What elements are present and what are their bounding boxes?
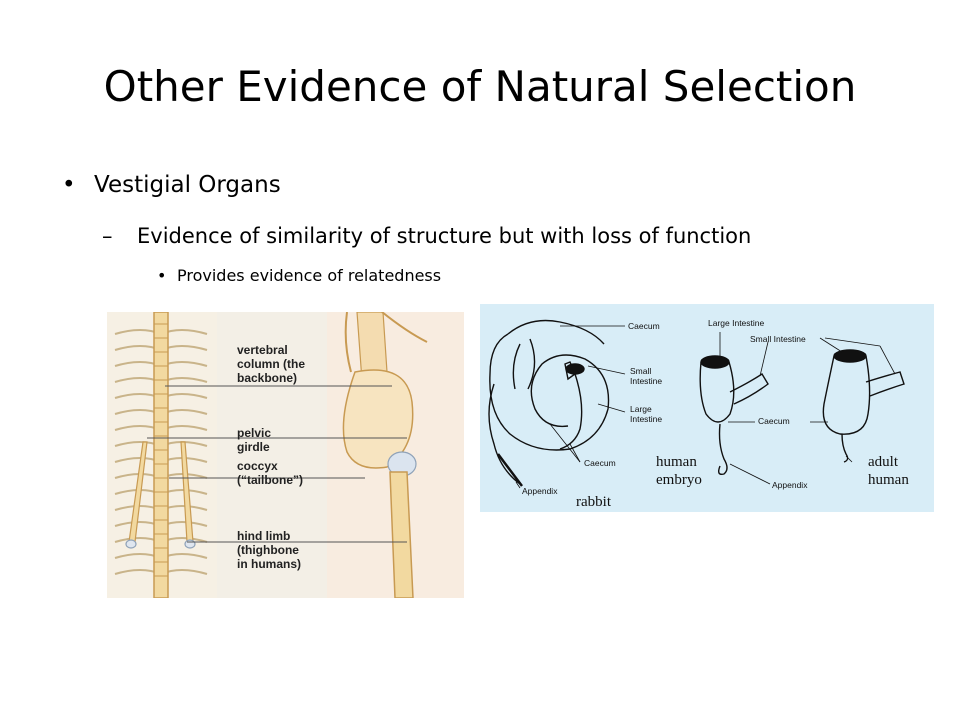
embryo-leaders (719, 332, 771, 485)
label-caecum-bottom: Caecum (584, 458, 616, 468)
label-small-1: Small (630, 366, 651, 376)
label-hindlimb-1: hind limb (237, 529, 290, 543)
label-coccyx-2: (“tailbone”) (237, 473, 303, 487)
embryo-intestine (699, 355, 769, 476)
bullet-mark: • (157, 266, 167, 285)
label-pelvic-1: pelvic (237, 426, 271, 440)
skeleton-illustration: vertebral column (the backbone) pelvic g… (107, 311, 464, 599)
label-adult-1: adult (868, 454, 899, 470)
leader-lines (147, 385, 407, 543)
label-vertebral-2: column (the (237, 357, 305, 371)
label-large-2: Intestine (630, 414, 662, 424)
bullet-text: Evidence of similarity of structure but … (137, 224, 752, 248)
label-small-2: Intestine (630, 376, 662, 386)
label-caecum-mid: Caecum (758, 416, 790, 426)
label-caecum-top: Caecum (628, 321, 660, 331)
label-rabbit: rabbit (576, 494, 612, 510)
label-appendix-left: Appendix (522, 486, 558, 496)
label-vertebral-3: backbone) (237, 371, 297, 385)
bullet-mark: • (62, 172, 76, 198)
bullet-mark: – (102, 224, 113, 248)
adult-leaders (810, 337, 896, 463)
label-hindlimb-2: (thighbone (237, 543, 299, 557)
label-hindlimb-3: in humans) (237, 557, 301, 571)
label-pelvic-2: girdle (237, 440, 270, 454)
label-human-embryo-2: embryo (656, 472, 702, 488)
label-small-intestine-top: Small Intestine (750, 334, 806, 344)
label-large-intestine-top: Large Intestine (708, 318, 765, 328)
slide-title: Other Evidence of Natural Selection (103, 62, 857, 111)
label-adult-2: human (868, 472, 909, 488)
label-large-1: Large (630, 404, 652, 414)
adult-intestine (822, 349, 905, 463)
intestine-figure: Caecum Small Intestine Large Intestine C… (480, 304, 934, 512)
label-vertebral-1: vertebral (237, 343, 288, 357)
intestine-illustration: Caecum Small Intestine Large Intestine C… (488, 318, 909, 510)
human-pelvis (327, 311, 464, 599)
spine (153, 311, 169, 599)
vestigial-limbs (125, 441, 196, 549)
bullet-text: Provides evidence of relatedness (177, 266, 442, 285)
rabbit-intestine (488, 319, 610, 487)
skeleton-figure: vertebral column (the backbone) pelvic g… (107, 311, 464, 599)
label-coccyx-1: coccyx (237, 459, 278, 473)
label-appendix-right: Appendix (772, 480, 808, 490)
label-human-embryo-1: human (656, 454, 697, 470)
rabbit-leaders (515, 325, 626, 489)
bullet-text: Vestigial Organs (94, 172, 281, 198)
